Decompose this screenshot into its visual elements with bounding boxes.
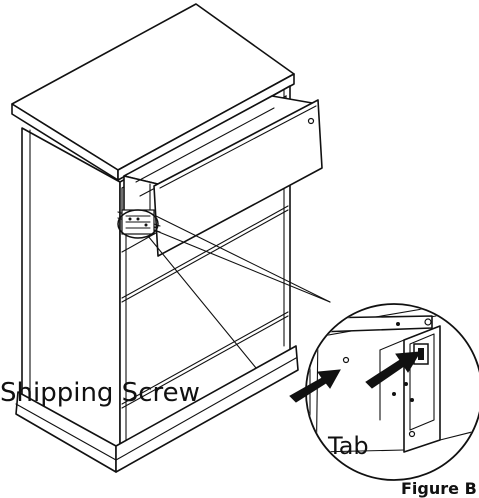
arrow-tab-icon [365, 351, 421, 389]
detail-magnifier [305, 303, 479, 481]
callout-lines [147, 215, 331, 369]
shipping-screw-label: Shipping Screw [0, 378, 200, 408]
figure-caption: Figure B [401, 479, 477, 498]
zoom-source-circle [117, 209, 159, 239]
tab-label: Tab [327, 432, 369, 460]
arrow-screw-icon [289, 369, 341, 403]
open-drawer [117, 95, 323, 257]
